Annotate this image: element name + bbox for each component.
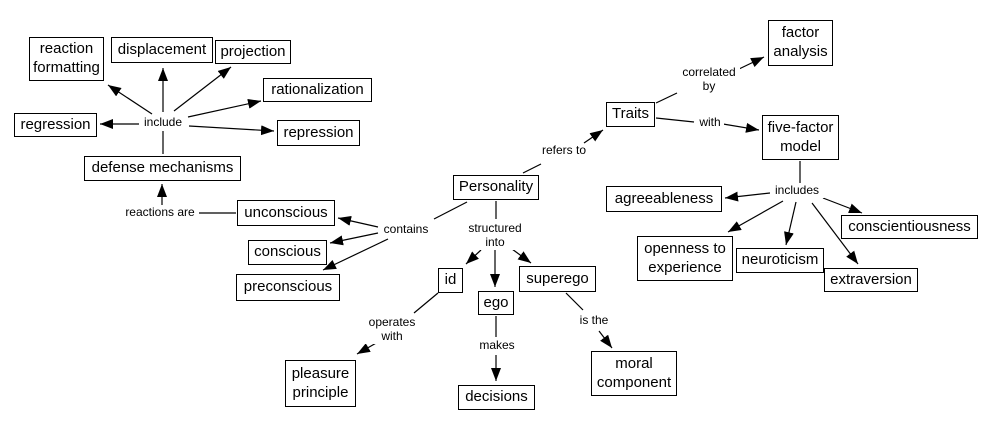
arrow-contains-to-conscious (329, 232, 379, 246)
node-personality[interactable]: Personality (453, 175, 539, 200)
link-label-operates-with[interactable]: operates with (364, 315, 420, 344)
link-label-is-the[interactable]: is the (576, 313, 612, 328)
node-ego[interactable]: ego (478, 291, 514, 315)
node-superego[interactable]: superego (519, 266, 596, 292)
node-projection[interactable]: projection (215, 40, 291, 64)
edge-personality-to-contains (433, 201, 468, 220)
arrow-include-to-rationalization (187, 98, 262, 118)
link-label-include[interactable]: include (140, 115, 186, 130)
arrow-structured-into-to-id (465, 249, 482, 265)
edge-personality-to-refers-to (522, 163, 542, 174)
edge-id-to-operates-with (413, 292, 439, 314)
arrow-includes-to-agreeableness (724, 191, 771, 202)
node-decisions[interactable]: decisions (458, 385, 535, 410)
arrow-is-the-to-moral-component (598, 330, 613, 349)
node-agreeableness[interactable]: agreeableness (606, 186, 722, 212)
node-displacement[interactable]: displacement (111, 37, 213, 63)
node-factor-analysis[interactable]: factor analysis (768, 20, 833, 66)
node-defense-mechanisms[interactable]: defense mechanisms (84, 156, 241, 181)
arrow-includes-to-conscientiousness (822, 197, 863, 214)
arrow-contains-to-preconscious (322, 238, 389, 271)
node-conscientiousness[interactable]: conscientiousness (841, 215, 978, 239)
node-regression[interactable]: regression (14, 113, 97, 137)
arrow-with-to-five-factor-model (722, 122, 760, 133)
node-moral-component[interactable]: moral component (591, 351, 677, 396)
edge-traits-to-with (655, 117, 695, 123)
link-label-structured-into[interactable]: structured into (462, 221, 528, 250)
arrow-contains-to-unconscious (337, 215, 379, 228)
node-preconscious[interactable]: preconscious (236, 274, 340, 301)
node-openness-to-experience[interactable]: openness to experience (637, 236, 733, 281)
node-reaction-formatting[interactable]: reaction formatting (29, 37, 104, 81)
node-conscious[interactable]: conscious (248, 240, 327, 265)
arrow-refers-to-to-traits (583, 129, 604, 144)
arrow-includes-to-openness (727, 200, 784, 233)
link-label-reactions-are[interactable]: reactions are (123, 205, 197, 220)
link-label-with[interactable]: with (696, 115, 724, 130)
arrow-include-to-repression (188, 125, 275, 136)
link-label-contains[interactable]: contains (380, 222, 432, 237)
arrow-operates-with-to-pleasure-principle (356, 341, 379, 355)
node-unconscious[interactable]: unconscious (237, 200, 335, 226)
arrow-include-to-reaction-formatting (107, 84, 153, 115)
edge-superego-to-is-the (565, 292, 584, 311)
node-five-factor-model[interactable]: five-factor model (762, 115, 839, 160)
node-traits[interactable]: Traits (606, 102, 655, 127)
link-label-refers-to[interactable]: refers to (539, 143, 589, 158)
arrow-includes-to-extraversion (811, 202, 859, 265)
arrow-correlated-by-to-factor-analysis (738, 56, 765, 70)
node-pleasure-principle[interactable]: pleasure principle (285, 360, 356, 407)
arrow-structured-into-to-superego (511, 248, 532, 264)
arrow-includes-to-neuroticism (784, 201, 797, 246)
node-extraversion[interactable]: extraversion (824, 268, 918, 292)
link-label-correlated-by[interactable]: correlated by (678, 65, 740, 94)
node-rationalization[interactable]: rationalization (263, 78, 372, 102)
edge-traits-to-correlated-by (655, 92, 678, 104)
node-repression[interactable]: repression (277, 120, 360, 146)
link-label-includes[interactable]: includes (770, 183, 824, 198)
arrow-include-to-projection (173, 66, 232, 112)
link-label-makes[interactable]: makes (474, 338, 520, 353)
node-neuroticism[interactable]: neuroticism (736, 248, 824, 273)
node-id[interactable]: id (438, 268, 463, 293)
